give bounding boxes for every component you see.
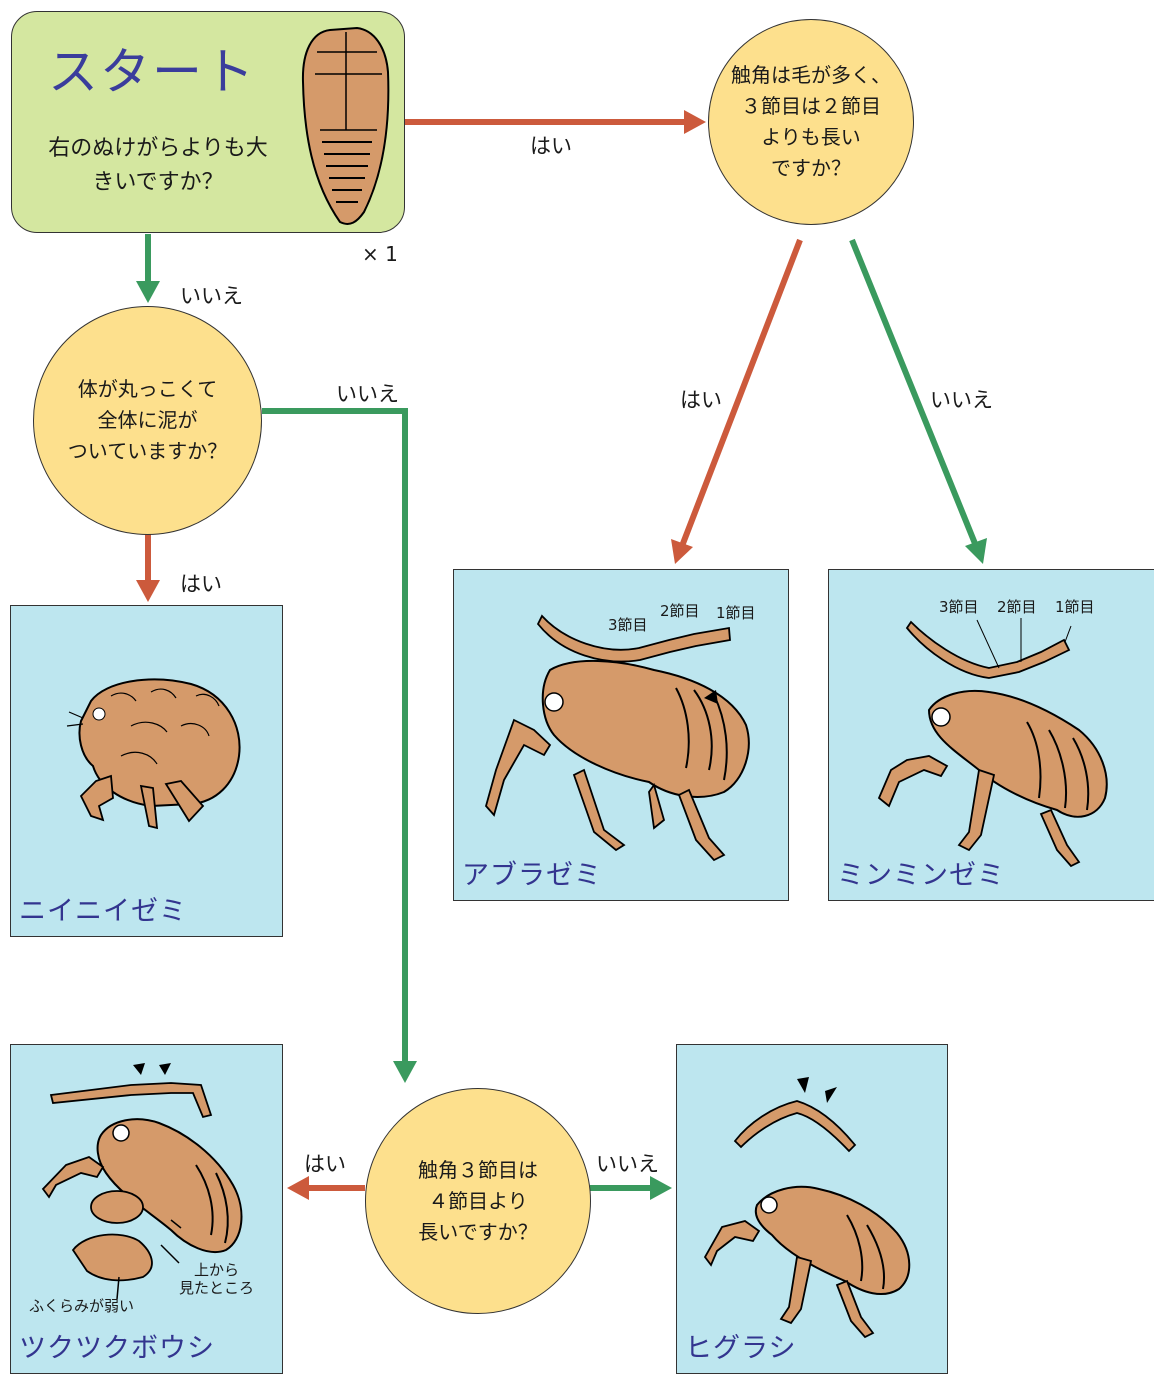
note-bulge: ふくらみが弱い [29, 1297, 134, 1315]
result-niiniizemi: ニイニイゼミ [10, 605, 283, 937]
species-name-minminzemi: ミンミンゼミ [837, 853, 1005, 892]
note-top-view: 上から 見たところ [179, 1261, 254, 1297]
question-round-mud-text: 体が丸っこくて 全体に泥が ついていますか？ [68, 374, 227, 467]
result-minminzemi: 3節目 2節目 1節目 ミンミンゼミ [828, 569, 1154, 901]
scale-label: × 1 [362, 242, 398, 266]
edge-label-q3-yes: はい [304, 1148, 346, 1178]
species-name-tsukutsukuboushi: ツクツクボウシ [19, 1326, 215, 1365]
minminzemi-seg1-label: 1節目 [1055, 596, 1095, 617]
edge-label-q2-yes: はい [180, 568, 222, 598]
edge-label-start-no: いいえ [180, 280, 243, 310]
species-name-aburazemi: アブラゼミ [462, 853, 602, 892]
species-name-higurashi: ヒグラシ [685, 1326, 796, 1365]
edge-label-q1-no: いいえ [930, 384, 993, 414]
result-aburazemi: 3節目 2節目 1節目 アブラゼミ [453, 569, 789, 901]
species-name-niiniizemi: ニイニイゼミ [19, 889, 187, 928]
niiniizemi-illustration [11, 606, 283, 937]
higurashi-illustration [677, 1045, 948, 1374]
start-box: スタート 右のぬけがらよりも大きいですか？ [11, 11, 405, 233]
arrowhead-q3-no [650, 1176, 672, 1200]
edge-label-q3-no: いいえ [596, 1148, 659, 1178]
result-higurashi: ヒグラシ [676, 1044, 948, 1374]
tsukutsukuboushi-illustration [11, 1045, 283, 1374]
arrowhead-q3-yes [287, 1176, 309, 1200]
edge-label-q1-yes: はい [680, 384, 722, 414]
question-antenna-hair-text: 触角は毛が多く、 ３節目は２節目 よりも長い ですか？ [731, 60, 891, 184]
higurashi-antenna [735, 1101, 855, 1151]
arrowhead-start-no [136, 281, 160, 303]
aburazemi-seg1-label: 1節目 [716, 602, 756, 623]
arrowhead-q2-yes [136, 580, 160, 602]
question-segment34: 触角３節目は ４節目より 長いですか？ [365, 1088, 591, 1314]
minminzemi-illustration [829, 570, 1154, 901]
exuvia-illustration [12, 12, 406, 234]
tsukutsukuboushi-antenna [51, 1083, 211, 1117]
minminzemi-seg2-label: 2節目 [997, 596, 1037, 617]
arrow-q2-no [262, 411, 405, 1065]
arrowhead-start-yes [684, 110, 706, 134]
minminzemi-seg3-label: 3節目 [939, 596, 979, 617]
edge-label-q2-no: いいえ [336, 378, 399, 408]
question-round-mud: 体が丸っこくて 全体に泥が ついていますか？ [33, 306, 262, 535]
minminzemi-antenna [907, 622, 1069, 678]
result-tsukutsukuboushi: ふくらみが弱い 上から 見たところ ツクツクボウシ [10, 1044, 283, 1374]
question-segment34-text: 触角３節目は ４節目より 長いですか？ [418, 1155, 538, 1248]
aburazemi-seg3-label: 3節目 [608, 614, 648, 635]
aburazemi-seg2-label: 2節目 [660, 600, 700, 621]
arrowhead-q2-no [393, 1061, 417, 1083]
question-antenna-hair: 触角は毛が多く、 ３節目は２節目 よりも長い ですか？ [708, 19, 914, 225]
edge-label-start-yes: はい [530, 130, 572, 160]
